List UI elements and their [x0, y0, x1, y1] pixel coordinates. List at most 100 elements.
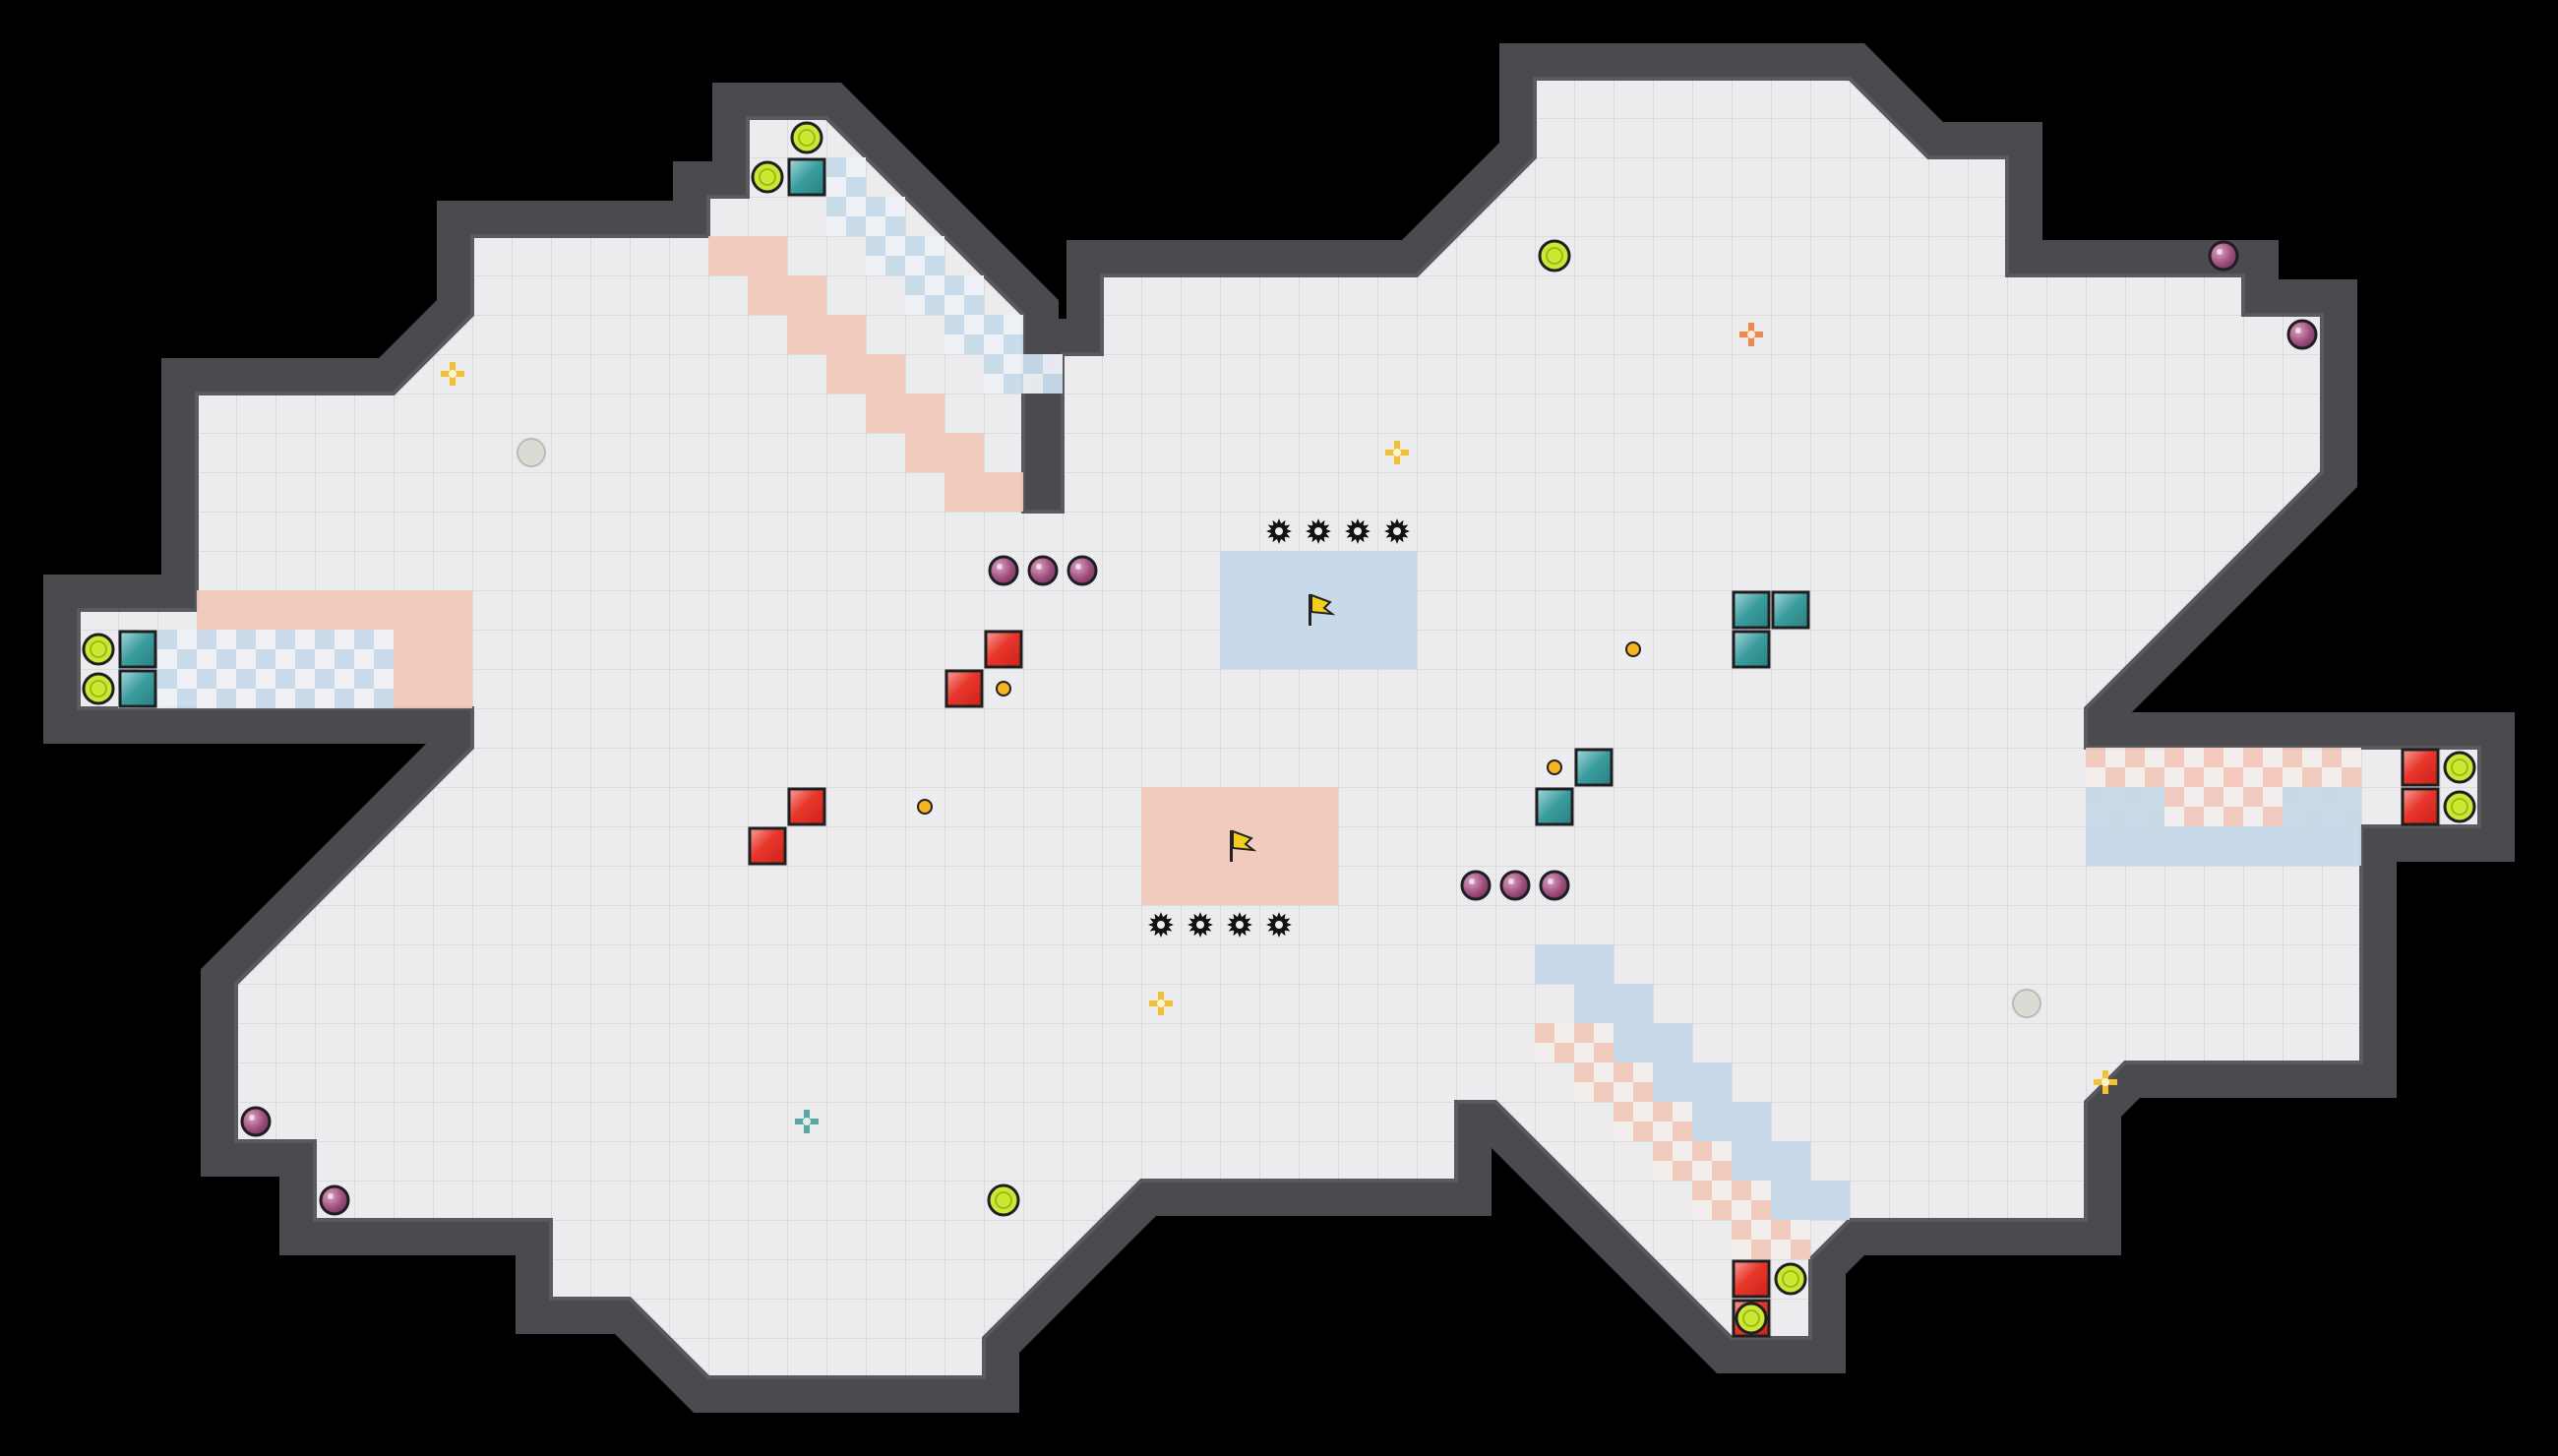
spawn-star-icon	[2094, 1070, 2117, 1094]
spike-mine-icon	[1266, 518, 1292, 544]
floor-layer	[77, 77, 2481, 1379]
crystal[interactable]	[1066, 555, 1098, 586]
blue-checker-diagonal	[984, 354, 1063, 394]
crystal[interactable]	[1499, 870, 1531, 901]
red-block-body	[2401, 748, 2440, 787]
red-checker-diagonal	[1535, 1023, 1614, 1062]
red-block-body	[748, 826, 787, 866]
crystal[interactable]	[1460, 870, 1492, 901]
orb-ring	[90, 640, 107, 658]
items-layer	[82, 121, 2476, 1335]
blue-zone-diagonal	[1692, 1102, 1771, 1141]
gold-coin[interactable]	[1547, 759, 1562, 775]
zones-layer	[118, 157, 2361, 1259]
arena-floor	[77, 77, 2481, 1379]
crystal-shine	[249, 1115, 255, 1121]
red-checker-diagonal	[1732, 1220, 1810, 1259]
blue-checker-diagonal	[826, 197, 905, 236]
crystal[interactable]	[319, 1184, 350, 1216]
spawn-star-icon	[795, 1110, 819, 1133]
flag-pole	[1309, 594, 1311, 626]
spawn-star-icon	[1149, 992, 1173, 1015]
red-zone-diagonal	[748, 275, 826, 315]
star-core	[1157, 1000, 1165, 1007]
crystal-body	[2208, 240, 2239, 272]
orb-ring	[995, 1191, 1012, 1209]
crystal[interactable]	[2208, 240, 2239, 272]
crystal-shine	[1036, 564, 1042, 570]
crystal-shine	[1548, 879, 1553, 884]
mine-core	[1275, 921, 1283, 929]
crystal[interactable]	[1539, 870, 1570, 901]
orb-body	[82, 672, 115, 705]
spike-mine-icon	[1306, 518, 1331, 544]
green-orb[interactable]	[790, 121, 823, 154]
spike-mine-icon	[1188, 912, 1213, 938]
gold-coin[interactable]	[1625, 641, 1641, 657]
blue-checker-diagonal	[866, 236, 944, 275]
blue-team-flag[interactable]	[1309, 593, 1336, 626]
red-block	[1732, 1259, 1771, 1299]
red-checker-right-b	[2164, 748, 2283, 826]
spawn-marker	[2012, 989, 2041, 1018]
spawn-star-icon	[441, 362, 464, 386]
green-orb[interactable]	[2443, 751, 2476, 784]
red-zone-diagonal	[708, 236, 787, 275]
gold-coin[interactable]	[917, 799, 933, 815]
green-orb[interactable]	[82, 672, 115, 705]
red-block-body	[2401, 787, 2440, 826]
blue-zone-diagonal	[1771, 1181, 1850, 1220]
crystal-body	[1539, 870, 1570, 901]
teal-block-body	[1771, 590, 1810, 630]
red-block	[2401, 748, 2440, 787]
star-core	[1747, 331, 1755, 338]
orb-ring	[2451, 758, 2468, 776]
crystal[interactable]	[988, 555, 1019, 586]
teal-block-body	[1535, 787, 1574, 826]
red-block	[787, 787, 826, 826]
crystal[interactable]	[240, 1106, 272, 1137]
teal-block-body	[118, 630, 157, 669]
green-orb[interactable]	[82, 633, 115, 666]
spike-mine-icon	[1345, 518, 1370, 544]
green-orb[interactable]	[751, 160, 784, 194]
star-core	[2101, 1078, 2109, 1086]
red-zone-diagonal	[787, 315, 866, 354]
red-checker-diagonal	[1574, 1062, 1653, 1102]
red-checker-diagonal	[1692, 1181, 1771, 1220]
teal-block	[1732, 590, 1771, 630]
red-zone-diagonal	[866, 394, 944, 433]
green-orb[interactable]	[1735, 1302, 1768, 1335]
orb-ring	[759, 168, 776, 186]
green-orb[interactable]	[1774, 1262, 1807, 1296]
teal-block-body	[1732, 630, 1771, 669]
red-block-body	[944, 669, 984, 708]
crystal-body	[1460, 870, 1492, 901]
green-orb[interactable]	[2443, 790, 2476, 823]
red-block	[984, 630, 1023, 669]
crystal[interactable]	[2286, 319, 2318, 350]
teal-block-body	[118, 669, 157, 708]
red-team-flag[interactable]	[1230, 829, 1257, 862]
crystal-shine	[1469, 879, 1475, 884]
crystal-shine	[997, 564, 1003, 570]
teal-block	[1535, 787, 1574, 826]
flag-pole	[1230, 830, 1233, 862]
crystal[interactable]	[1027, 555, 1059, 586]
star-core	[449, 370, 457, 378]
crystal-shine	[1508, 879, 1514, 884]
spike-mine-icon	[1148, 912, 1174, 938]
spike-mine-icon	[1227, 912, 1252, 938]
orb-body	[1735, 1302, 1768, 1335]
orb-body	[2443, 790, 2476, 823]
mine-core	[1196, 921, 1204, 929]
orb-body	[790, 121, 823, 154]
green-orb[interactable]	[987, 1183, 1020, 1217]
green-orb[interactable]	[1538, 239, 1571, 273]
orb-ring	[798, 129, 816, 147]
gold-coin[interactable]	[996, 681, 1011, 697]
teal-block-body	[787, 157, 826, 197]
orb-body	[82, 633, 115, 666]
